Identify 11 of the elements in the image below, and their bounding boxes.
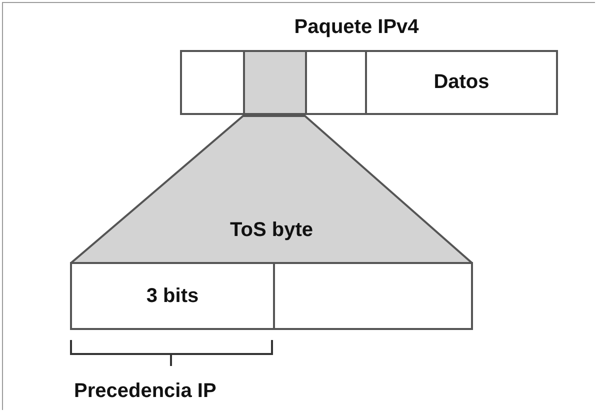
byte-label: ToS byte xyxy=(230,219,313,242)
field-label: Datos xyxy=(434,71,490,94)
field-label: 3 bits xyxy=(146,284,199,308)
field-box xyxy=(273,262,473,330)
field-box xyxy=(305,50,367,115)
field-box xyxy=(365,50,558,115)
bracket-label: Precedencia IP xyxy=(74,380,216,403)
field-box xyxy=(70,262,275,330)
field-box xyxy=(180,50,245,115)
highlighted-field-box xyxy=(243,50,307,115)
packet-title: Paquete IPv4 xyxy=(294,16,419,39)
